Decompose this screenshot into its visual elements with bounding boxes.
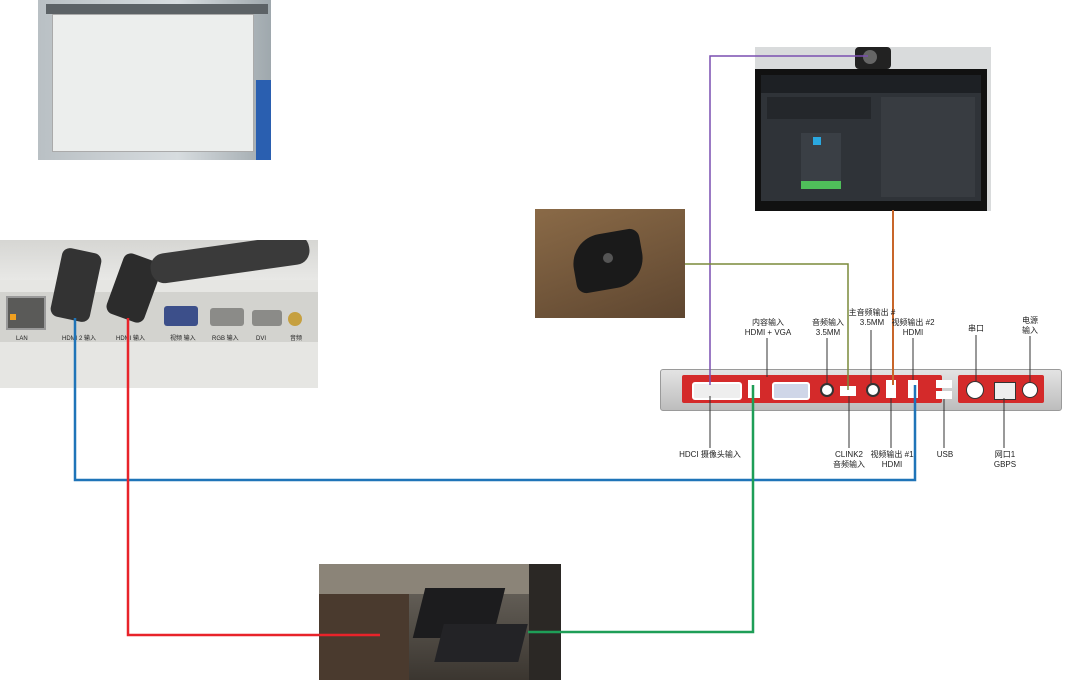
audio-label: 音频 <box>290 336 303 342</box>
usb-label: USB <box>934 450 956 460</box>
hdmi1-label: HDMI 输入 <box>116 336 145 342</box>
power-line1: 电源 <box>1022 316 1038 325</box>
hdci-label: HDCI 摄像头输入 <box>670 450 750 460</box>
power-label: 电源 输入 <box>1016 316 1044 336</box>
video-label: 视频 输入 <box>170 336 196 342</box>
olive-cable <box>685 263 849 390</box>
projector-back-panel-photo: LAN HDMI 2 输入 HDMI 输入 视频 输入 RGB 输入 DVI 音… <box>0 240 318 388</box>
lan-port <box>6 296 46 330</box>
clink2-line1: CLINK2 <box>834 450 863 459</box>
speakerphone-photo <box>535 209 685 318</box>
blue-cable <box>73 318 917 482</box>
hdmi2-label: HDMI 2 输入 <box>62 336 97 342</box>
vga-in-port <box>772 382 810 400</box>
audio-in-label: 音频输入 3.5MM <box>808 318 848 338</box>
hdci-line1: HDCI 摄像头输入 <box>679 450 741 459</box>
lan-line2: GBPS <box>993 460 1017 469</box>
video-out2-line1: 视频输出 #2 <box>891 318 935 327</box>
power-line2: 输入 <box>1022 326 1038 335</box>
projector-screen-photo <box>38 0 271 160</box>
clink2-label: CLINK2 音频输入 <box>826 450 872 470</box>
video-out1-label: 视频输出 #1 HDMI <box>866 450 918 470</box>
power-port <box>1022 382 1038 398</box>
audio-out-jack <box>866 383 880 397</box>
vga-port <box>164 306 198 326</box>
audio-in-line1: 音频输入 <box>812 318 844 327</box>
content-input-line2: HDMI + VGA <box>744 328 792 337</box>
usb-line1: USB <box>936 450 954 459</box>
purple-cable <box>709 55 868 385</box>
video-out2-line2: HDMI <box>902 328 924 337</box>
lan-label: 网口1 GBPS <box>990 450 1020 470</box>
lan-label: LAN <box>16 336 28 342</box>
hdmi-out1-port <box>886 380 896 398</box>
video-out1-line2: HDMI <box>881 460 903 469</box>
touch-screen-ui <box>761 75 981 201</box>
serial-line1: 串口 <box>968 324 984 333</box>
red-cable <box>126 318 380 637</box>
audio-out2-line1: 主音频输出 # <box>848 308 896 317</box>
hdci-port <box>692 382 742 400</box>
serial-label: 串口 <box>962 324 990 334</box>
video-out2-label: 视频输出 #2 HDMI <box>888 318 938 338</box>
video-out1-line1: 视频输出 #1 <box>870 450 914 459</box>
monitor-photo <box>755 47 991 211</box>
serial-port <box>966 381 984 399</box>
green-cable <box>528 385 755 634</box>
audio-out2-line2: 3.5MM <box>859 318 885 327</box>
hdmi-out2-port <box>908 380 918 398</box>
content-input-line1: 内容输入 <box>752 318 784 327</box>
usb-port <box>936 380 952 388</box>
audio-out2-label: 主音频输出 # 3.5MM <box>846 308 898 328</box>
lan-line1: 网口1 <box>994 450 1016 459</box>
laptop-photo <box>319 564 561 680</box>
lan-port <box>994 382 1016 400</box>
clink2-port <box>840 386 856 396</box>
rgb-label: RGB 输入 <box>212 336 239 342</box>
usb-port <box>936 391 952 399</box>
clink2-line2: 音频输入 <box>833 460 865 469</box>
content-input-label: 内容输入 HDMI + VGA <box>738 318 798 338</box>
dvi-label: DVI <box>256 336 267 342</box>
audio-in-line2: 3.5MM <box>815 328 841 337</box>
